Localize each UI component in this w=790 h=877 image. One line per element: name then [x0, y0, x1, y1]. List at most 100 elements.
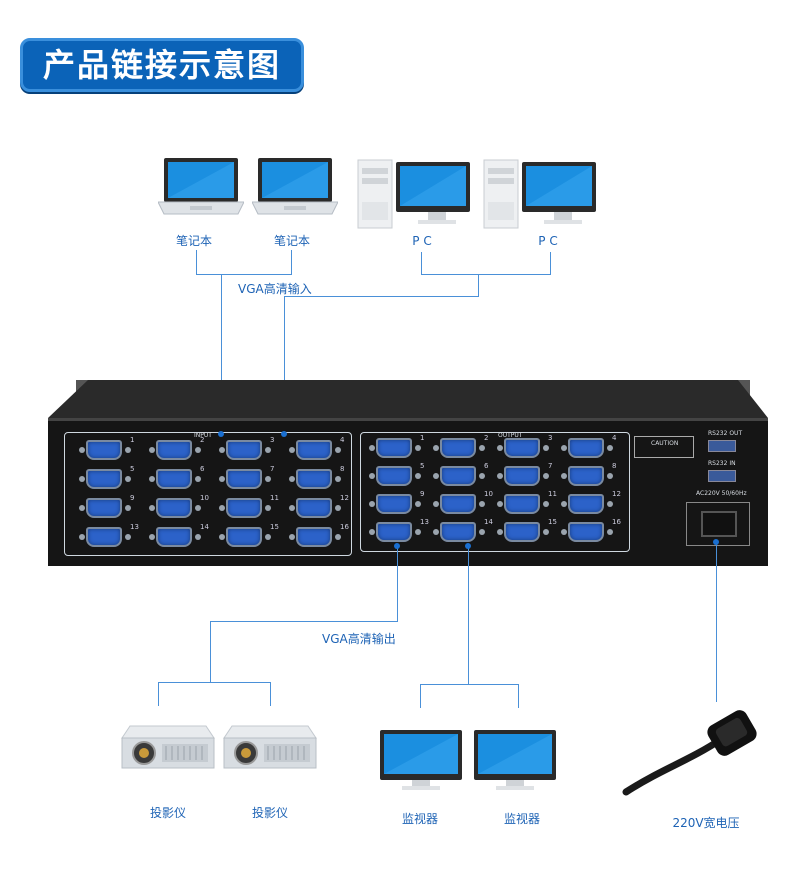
input-port-number: 7: [270, 465, 275, 473]
input-vga-port[interactable]: [226, 527, 262, 547]
connector-line: [196, 250, 197, 274]
input-vga-port[interactable]: [156, 498, 192, 518]
output-port-number: 9: [420, 490, 425, 498]
output-vga-port[interactable]: [504, 494, 540, 514]
connector-line: [221, 274, 222, 434]
output-port-number: 4: [612, 434, 617, 442]
output-vga-port[interactable]: [376, 522, 412, 542]
screw-icon: [289, 505, 295, 511]
screw-icon: [415, 473, 421, 479]
screw-icon: [265, 476, 271, 482]
input-vga-port[interactable]: [156, 469, 192, 489]
output-port-number: 14: [484, 518, 493, 526]
screw-icon: [335, 534, 341, 540]
screw-icon: [265, 534, 271, 540]
screw-icon: [149, 476, 155, 482]
output-port-number: 7: [548, 462, 553, 470]
output-vga-port[interactable]: [568, 466, 604, 486]
rs232-in-label: RS232 IN: [708, 460, 736, 467]
rs232-out-port[interactable]: [708, 440, 736, 452]
screw-icon: [433, 529, 439, 535]
connector-line: [210, 621, 211, 683]
screw-icon: [289, 476, 295, 482]
connector-dot: [465, 543, 471, 549]
input-vga-port[interactable]: [156, 527, 192, 547]
screw-icon: [125, 476, 131, 482]
rs232-in-port[interactable]: [708, 470, 736, 482]
input-device-label: P C: [538, 234, 558, 248]
input-vga-port[interactable]: [226, 469, 262, 489]
output-vga-port[interactable]: [568, 494, 604, 514]
output-vga-port[interactable]: [504, 522, 540, 542]
connector-line: [158, 682, 271, 683]
input-port-number: 5: [130, 465, 135, 473]
output-vga-port[interactable]: [440, 522, 476, 542]
power-socket-frame: [686, 502, 750, 546]
input-device-label: 笔记本: [273, 234, 310, 248]
screw-icon: [369, 473, 375, 479]
screw-icon: [369, 529, 375, 535]
input-vga-port[interactable]: [296, 440, 332, 460]
screw-icon: [195, 476, 201, 482]
connector-line: [291, 250, 292, 274]
output-port-number: 10: [484, 490, 493, 498]
input-vga-port[interactable]: [296, 469, 332, 489]
input-port-number: 12: [340, 494, 349, 502]
screw-icon: [415, 529, 421, 535]
input-vga-port[interactable]: [226, 440, 262, 460]
output-vga-port[interactable]: [376, 466, 412, 486]
screw-icon: [479, 445, 485, 451]
laptop-icon: [158, 158, 244, 215]
input-device-label: 笔记本: [175, 234, 212, 248]
title-badge: 产品链接示意图: [20, 38, 304, 92]
output-vga-port[interactable]: [376, 494, 412, 514]
output-vga-port[interactable]: [440, 438, 476, 458]
screw-icon: [219, 447, 225, 453]
screw-icon: [79, 476, 85, 482]
screw-icon: [125, 505, 131, 511]
connector-dot: [218, 431, 224, 437]
power-socket[interactable]: [701, 511, 737, 537]
screw-icon: [149, 534, 155, 540]
monitor-icon: [380, 730, 462, 790]
input-vga-port[interactable]: [296, 498, 332, 518]
output-vga-port[interactable]: [568, 522, 604, 542]
input-port-number: 1: [130, 436, 135, 444]
screw-icon: [125, 447, 131, 453]
screw-icon: [369, 445, 375, 451]
output-port-number: 8: [612, 462, 617, 470]
output-vga-port[interactable]: [440, 494, 476, 514]
input-vga-port[interactable]: [226, 498, 262, 518]
output-vga-port[interactable]: [568, 438, 604, 458]
screw-icon: [479, 529, 485, 535]
screw-icon: [219, 505, 225, 511]
connector-line: [550, 252, 551, 274]
input-port-number: 9: [130, 494, 135, 502]
laptop-icon: [252, 158, 338, 215]
output-vga-port[interactable]: [504, 466, 540, 486]
power-spec-label: AC220V 50/60Hz: [696, 490, 747, 497]
caution-sticker: CAUTION: [634, 436, 694, 458]
screw-icon: [79, 505, 85, 511]
output-port-number: 6: [484, 462, 489, 470]
input-vga-port[interactable]: [156, 440, 192, 460]
vga-output-label: VGA高清输出: [322, 632, 396, 646]
output-port-number: 3: [548, 434, 553, 442]
output-vga-port[interactable]: [376, 438, 412, 458]
input-vga-port[interactable]: [86, 469, 122, 489]
output-port-number: 16: [612, 518, 621, 526]
input-vga-port[interactable]: [86, 527, 122, 547]
screw-icon: [607, 445, 613, 451]
screw-icon: [79, 447, 85, 453]
screw-icon: [543, 473, 549, 479]
connector-line: [196, 274, 292, 275]
output-vga-port[interactable]: [440, 466, 476, 486]
input-vga-port[interactable]: [86, 498, 122, 518]
output-vga-port[interactable]: [504, 438, 540, 458]
input-vga-port[interactable]: [296, 527, 332, 547]
input-vga-port[interactable]: [86, 440, 122, 460]
screw-icon: [149, 447, 155, 453]
screw-icon: [195, 447, 201, 453]
connector-line: [716, 542, 717, 702]
